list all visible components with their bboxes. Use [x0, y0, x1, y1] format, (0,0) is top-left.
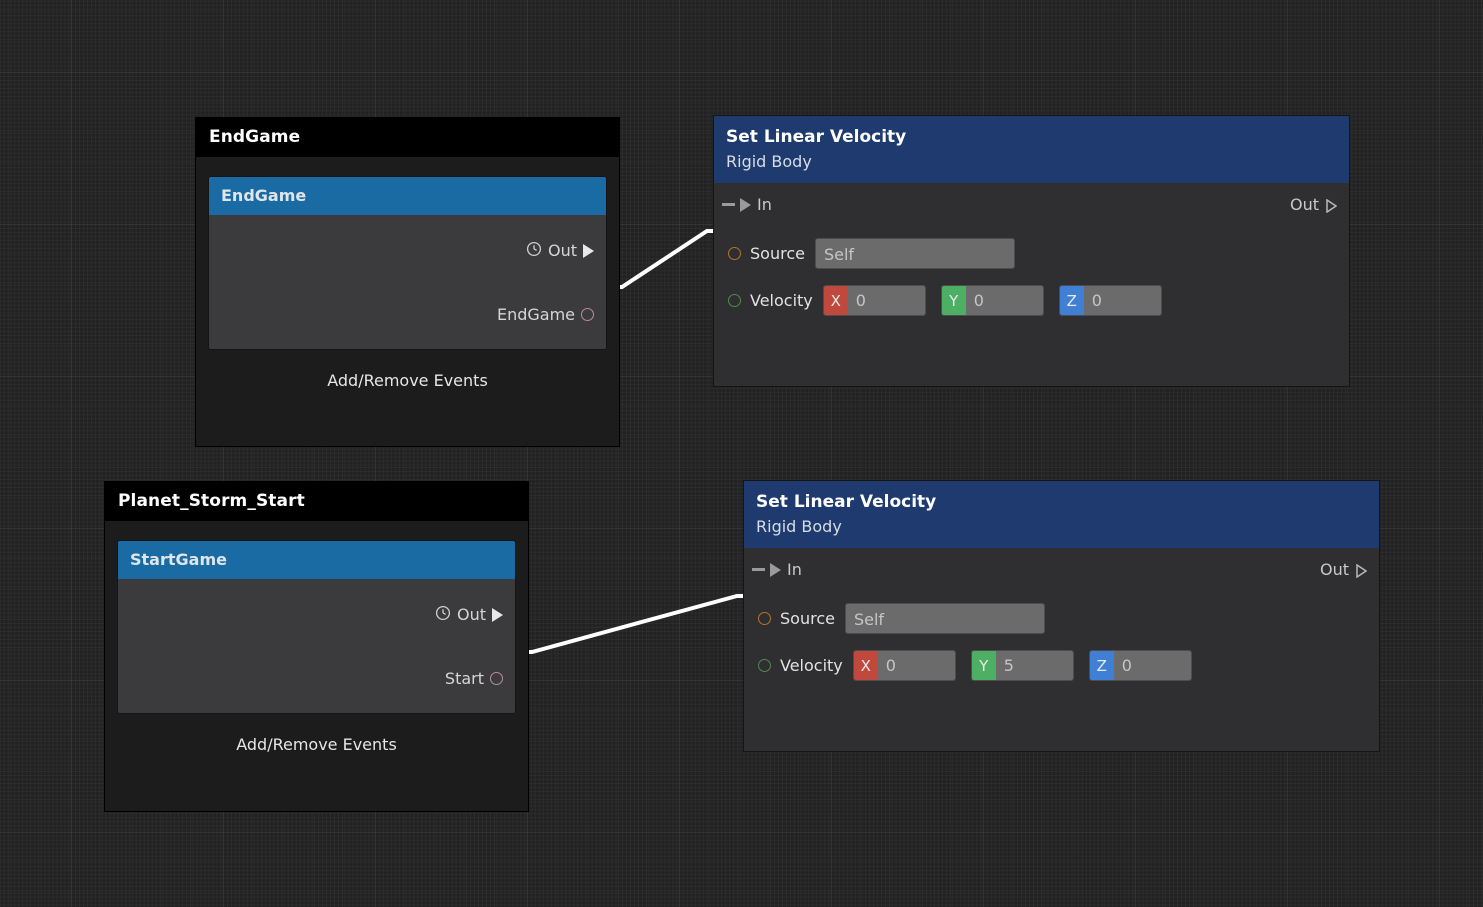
exec-in-port[interactable]: In — [752, 560, 802, 579]
exec-in-label: In — [787, 560, 802, 580]
action-node-title: Set Linear Velocity — [756, 492, 937, 512]
axis-label-y: Y — [941, 286, 966, 316]
axis-label-y: Y — [971, 651, 996, 681]
event-node-startgame[interactable]: StartGame Out — [117, 539, 516, 714]
play-triangle-filled-icon[interactable] — [583, 243, 594, 258]
velocity-field-row: Velocity X 0 Y 0 Z 0 — [714, 284, 1349, 318]
exec-in-port[interactable]: In — [722, 195, 772, 214]
velocity-port-icon[interactable] — [728, 294, 741, 308]
add-remove-events-button[interactable]: Add/Remove Events — [236, 734, 397, 754]
velocity-vector-group: X 0 Y 0 Z 0 — [822, 285, 1162, 317]
velocity-x-input[interactable]: 0 — [847, 286, 925, 316]
velocity-label: Velocity — [780, 656, 843, 676]
event-trigger-port-row[interactable]: Start — [118, 659, 515, 699]
axis-label-z: Z — [1059, 286, 1084, 316]
wire-endgame-to-set-linear-velocity-1 — [608, 229, 727, 289]
source-input[interactable]: Self — [844, 603, 1045, 635]
event-trigger-port-row[interactable]: EndGame — [209, 295, 606, 335]
source-field-row: Source Self — [744, 602, 1379, 636]
action-node-subtitle: Rigid Body — [726, 152, 812, 172]
play-triangle-outline-icon[interactable] — [1356, 563, 1368, 579]
action-node-header: Set Linear Velocity Rigid Body — [744, 481, 1379, 548]
action-node-title: Set Linear Velocity — [726, 127, 907, 147]
axis-label-z: Z — [1089, 651, 1114, 681]
source-port-icon[interactable] — [728, 247, 741, 261]
event-trigger-label: EndGame — [496, 305, 575, 325]
clock-icon — [435, 605, 451, 625]
velocity-y-input[interactable]: 5 — [995, 651, 1073, 681]
velocity-x-input[interactable]: 0 — [877, 651, 955, 681]
event-trigger-label: Start — [444, 669, 484, 689]
exec-out-port[interactable]: Out — [1319, 560, 1368, 580]
clock-icon — [526, 241, 542, 261]
event-out-label: Out — [456, 605, 486, 625]
event-group-planet-storm-start[interactable]: Planet_Storm_Start StartGame Out — [104, 481, 529, 812]
event-node-body: Out EndGame — [209, 231, 606, 335]
exec-row: In Out — [744, 548, 1379, 592]
velocity-field-row: Velocity X 0 Y 5 Z 0 — [744, 649, 1379, 683]
velocity-z-input[interactable]: 0 — [1083, 286, 1161, 316]
velocity-x-field[interactable]: X 0 — [822, 285, 926, 317]
velocity-port-icon[interactable] — [758, 659, 771, 673]
axis-label-x: X — [823, 286, 848, 316]
add-remove-events-button[interactable]: Add/Remove Events — [327, 370, 488, 390]
source-input[interactable]: Self — [814, 238, 1015, 270]
velocity-z-field[interactable]: Z 0 — [1058, 285, 1162, 317]
source-field-row: Source Self — [714, 237, 1349, 271]
action-node-set-linear-velocity-1[interactable]: Set Linear Velocity Rigid Body In Out So… — [713, 115, 1350, 387]
exec-in-stub — [722, 203, 735, 207]
velocity-y-field[interactable]: Y 0 — [940, 285, 1044, 317]
velocity-z-field[interactable]: Z 0 — [1088, 650, 1192, 682]
group-body: EndGame Out — [196, 157, 619, 350]
play-triangle-outline-icon[interactable] — [1326, 198, 1338, 214]
group-title: EndGame — [196, 118, 619, 157]
group-body: StartGame Out — [105, 521, 528, 714]
velocity-label: Velocity — [750, 291, 813, 311]
event-node-body: Out Start — [118, 595, 515, 699]
velocity-y-field[interactable]: Y 5 — [970, 650, 1074, 682]
source-label: Source — [750, 244, 805, 264]
circle-port-icon[interactable] — [490, 672, 503, 686]
velocity-z-input[interactable]: 0 — [1113, 651, 1191, 681]
event-out-port-row[interactable]: Out — [209, 231, 606, 271]
event-group-endgame[interactable]: EndGame EndGame Out — [195, 117, 620, 447]
play-triangle-filled-icon[interactable] — [492, 607, 503, 622]
action-node-set-linear-velocity-2[interactable]: Set Linear Velocity Rigid Body In Out So… — [743, 480, 1380, 752]
exec-out-label: Out — [1319, 560, 1349, 580]
event-node-title: EndGame — [209, 176, 606, 215]
action-node-subtitle: Rigid Body — [756, 517, 842, 537]
play-triangle-filled-icon[interactable] — [740, 197, 751, 212]
exec-out-port[interactable]: Out — [1289, 195, 1338, 215]
source-port-icon[interactable] — [758, 612, 771, 626]
circle-port-icon[interactable] — [581, 308, 594, 322]
velocity-vector-group: X 0 Y 5 Z 0 — [852, 650, 1192, 682]
event-node-endgame[interactable]: EndGame Out — [208, 175, 607, 350]
exec-in-label: In — [757, 195, 772, 215]
exec-in-stub — [752, 568, 765, 572]
wire-startgame-to-set-linear-velocity-2 — [518, 594, 757, 654]
exec-row: In Out — [714, 183, 1349, 227]
play-triangle-filled-icon[interactable] — [770, 562, 781, 577]
group-title: Planet_Storm_Start — [105, 482, 528, 521]
action-node-header: Set Linear Velocity Rigid Body — [714, 116, 1349, 183]
event-out-label: Out — [547, 241, 577, 261]
event-node-title: StartGame — [118, 540, 515, 579]
velocity-y-input[interactable]: 0 — [965, 286, 1043, 316]
event-out-port-row[interactable]: Out — [118, 595, 515, 635]
source-label: Source — [780, 609, 835, 629]
axis-label-x: X — [853, 651, 878, 681]
velocity-x-field[interactable]: X 0 — [852, 650, 956, 682]
exec-out-label: Out — [1289, 195, 1319, 215]
